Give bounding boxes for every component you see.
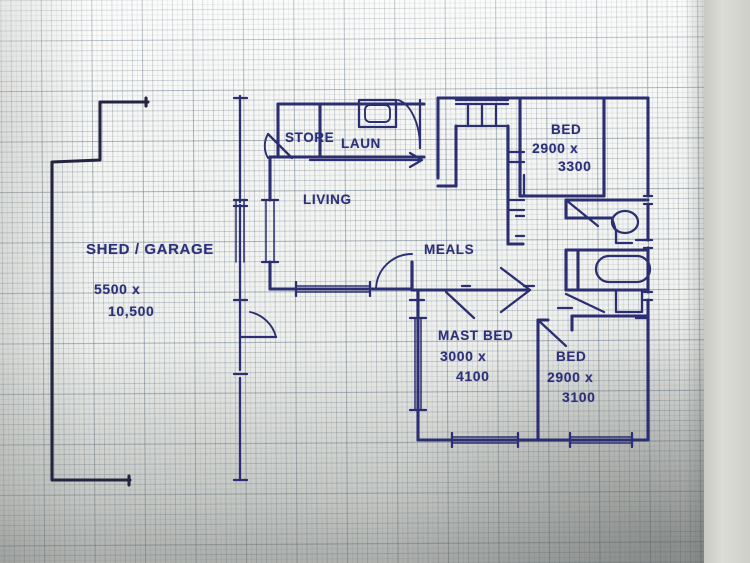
- room-label-bed-2: BED: [551, 122, 582, 137]
- bed3-bottom-window: [568, 431, 634, 449]
- living-meals-door-swing: [375, 253, 413, 289]
- room-label-laundry: LAUN: [341, 136, 381, 151]
- room-dim-shed-garage-1: 5500 x: [94, 281, 141, 297]
- bed2-walls: [514, 96, 606, 238]
- boundary-gate-swing: [238, 311, 278, 339]
- hall-direction-arrow: [308, 151, 424, 169]
- room-dim-bed-3-1: 2900 x: [547, 369, 594, 385]
- room-label-master-bed: MAST BED: [438, 328, 514, 343]
- room-dim-master-bed-2: 4100: [456, 368, 490, 384]
- bathroom-walls: [564, 198, 650, 292]
- living-left-window-wall: [235, 198, 280, 264]
- room-label-store: STORE: [285, 130, 335, 145]
- room-dim-bed-2-2: 3300: [558, 158, 592, 174]
- house-outline: [416, 96, 650, 442]
- master-bed3-divider: [536, 318, 568, 442]
- laundry-trough-fixture: [357, 98, 398, 129]
- room-dim-shed-garage-2: 10,500: [108, 303, 155, 319]
- shed-garage-outline: [50, 96, 150, 487]
- room-dim-bed-3-2: 3100: [562, 389, 596, 405]
- robe-shelving-hatching: [436, 98, 510, 188]
- right-wall-openings: [634, 194, 654, 302]
- room-dim-master-bed-1: 3000 x: [440, 348, 487, 364]
- master-bed-left-window: [408, 298, 428, 412]
- room-label-meals: MEALS: [424, 242, 475, 257]
- meals-master-walls: [410, 260, 536, 292]
- boundary-line-left: [232, 94, 249, 482]
- store-door-swing: [263, 132, 294, 160]
- laundry-door-swing: [397, 98, 422, 150]
- hall-walls: [506, 124, 526, 246]
- bathroom-basin-fixture: [610, 209, 640, 245]
- bed3-top-wall: [556, 306, 650, 332]
- room-label-bed-3: BED: [556, 349, 587, 364]
- bathroom-door-swings: [564, 198, 606, 314]
- room-label-living: LIVING: [303, 192, 352, 207]
- room-dim-bed-2-1: 2900 x: [532, 140, 579, 156]
- hall-double-door-swing: [499, 266, 532, 314]
- bathtub-fixture: [594, 254, 652, 284]
- desk-surface-right: [704, 0, 750, 563]
- master-bed-door-swing: [444, 290, 476, 320]
- master-bed-bottom-window: [450, 431, 520, 449]
- room-label-shed-garage: SHED / GARAGE: [86, 241, 214, 258]
- living-bottom-window: [294, 280, 372, 298]
- wc-fixture: [614, 288, 644, 314]
